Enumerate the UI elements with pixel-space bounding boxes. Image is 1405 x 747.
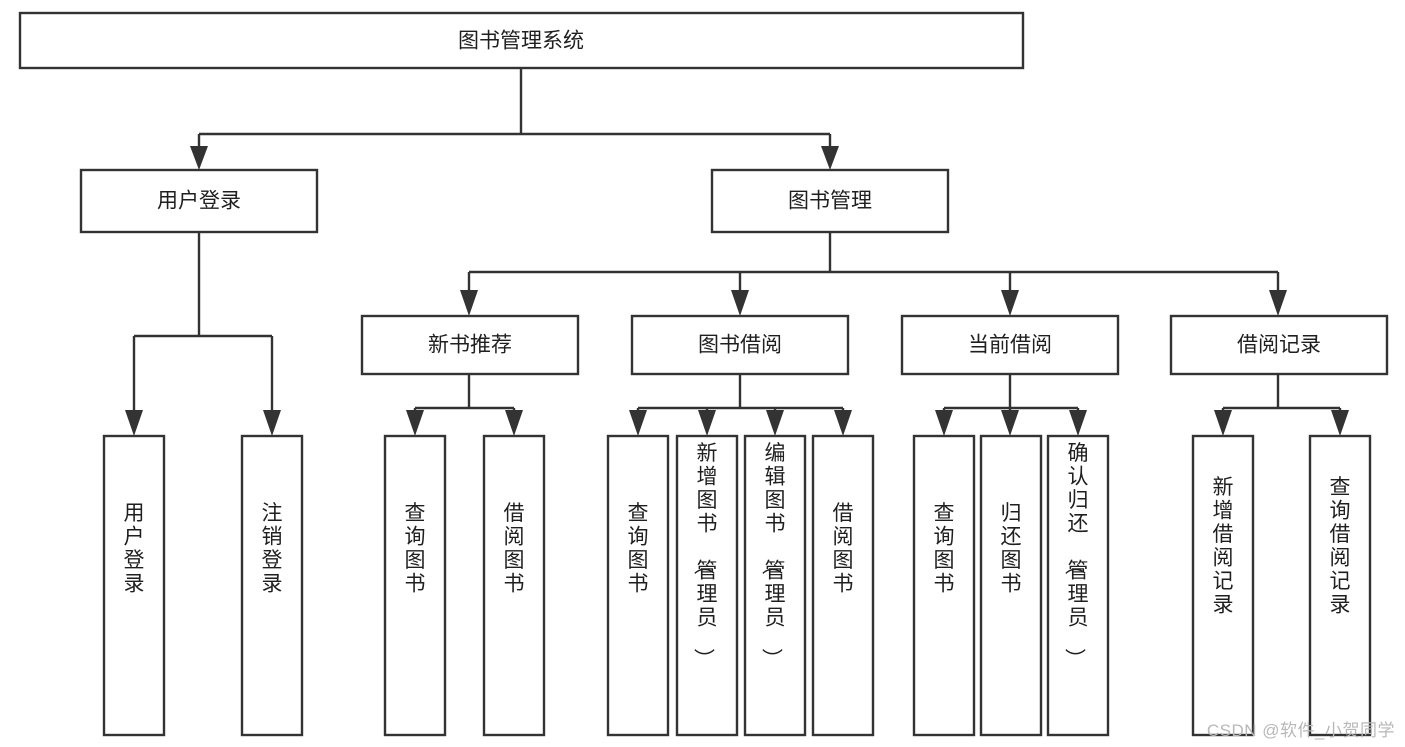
node-leaf-return-book[interactable]: 归还图书 [979, 434, 1043, 737]
arrow-head-icon-current-borrow [1001, 290, 1019, 316]
node-root-box[interactable] [18, 11, 1025, 70]
node-leaf-add-record-label: 新增借阅记录 [1213, 476, 1234, 617]
arrow-head-icon-book-management [821, 146, 839, 170]
node-user-login[interactable]: 用户登录 [79, 168, 319, 234]
connector-group-book-borrow [629, 374, 852, 436]
node-new-book-recommend-box[interactable] [360, 314, 580, 376]
connector-group-book-management [460, 232, 1287, 316]
node-leaf-logout[interactable]: 注销登录 [240, 434, 304, 737]
node-leaf-query-book-3-box[interactable] [912, 434, 976, 737]
arrow-head-icon-leaf-edit-book [766, 410, 784, 436]
node-book-management-label: 图书管理 [788, 190, 872, 213]
connector-group-user-login [125, 232, 281, 436]
node-leaf-add-book-label: 新增图书（管理员） [692, 442, 718, 669]
node-current-borrow-label: 当前借阅 [968, 334, 1052, 357]
arrow-head-icon-book-borrow [731, 290, 749, 316]
arrow-head-icon-leaf-query-book-2 [629, 410, 647, 436]
node-borrow-record-box[interactable] [1169, 314, 1389, 376]
node-user-login-box[interactable] [79, 168, 319, 234]
node-borrow-record-label: 借阅记录 [1237, 334, 1321, 357]
node-root[interactable]: 图书管理系统 [18, 11, 1025, 70]
node-leaf-add-book-box[interactable] [675, 434, 739, 737]
node-book-management[interactable]: 图书管理 [710, 168, 950, 234]
node-leaf-add-record[interactable]: 新增借阅记录 [1191, 434, 1255, 737]
watermark-label: CSDN @软件_小贺同学 [1206, 721, 1395, 740]
connector-group-new-book-recommend [406, 374, 523, 436]
node-book-management-box[interactable] [710, 168, 950, 234]
arrow-head-icon-leaf-query-book-3 [935, 410, 953, 436]
node-book-borrow-label: 图书借阅 [698, 334, 782, 357]
node-leaf-edit-book[interactable]: 编辑图书（管理员） [743, 434, 807, 737]
node-current-borrow-box[interactable] [900, 314, 1120, 376]
node-leaf-user-login[interactable]: 用户登录 [102, 434, 166, 737]
arrow-head-icon-leaf-logout [263, 410, 281, 436]
node-leaf-query-book-2-box[interactable] [606, 434, 670, 737]
node-current-borrow[interactable]: 当前借阅 [900, 314, 1120, 376]
arrow-head-icon-leaf-user-login [125, 410, 143, 436]
arrow-head-icon-user-login [190, 146, 208, 170]
node-leaf-query-record-label: 查询借阅记录 [1330, 476, 1351, 617]
arrow-head-icon-leaf-borrow-book-2 [834, 410, 852, 436]
node-leaf-borrow-book-2[interactable]: 借阅图书 [811, 434, 875, 737]
arrow-head-icon-leaf-confirm-return [1069, 410, 1087, 436]
connector-group-current-borrow [935, 374, 1087, 436]
node-leaf-user-login-label: 用户登录 [124, 502, 145, 596]
node-new-book-recommend[interactable]: 新书推荐 [360, 314, 580, 376]
node-leaf-confirm-return-label: 确认归还（管理员） [1063, 442, 1089, 669]
node-leaf-return-book-label: 归还图书 [1001, 502, 1022, 596]
node-root-label: 图书管理系统 [458, 30, 584, 53]
arrow-head-icon-leaf-query-book-1 [406, 410, 424, 436]
arrow-head-icon-leaf-borrow-book-1 [505, 410, 523, 436]
node-leaf-query-book-1-box[interactable] [383, 434, 447, 737]
node-leaf-borrow-book-2-box[interactable] [811, 434, 875, 737]
node-leaf-borrow-book-1[interactable]: 借阅图书 [482, 434, 546, 737]
node-leaf-edit-book-box[interactable] [743, 434, 807, 737]
connector-group-root [190, 68, 839, 170]
node-leaf-borrow-book-1-box[interactable] [482, 434, 546, 737]
node-book-borrow-box[interactable] [630, 314, 850, 376]
node-leaf-confirm-return-box[interactable] [1046, 434, 1110, 737]
node-borrow-record[interactable]: 借阅记录 [1169, 314, 1389, 376]
node-leaf-query-record-box[interactable] [1308, 434, 1372, 737]
arrow-head-icon-new-book-recommend [460, 290, 478, 316]
node-new-book-recommend-label: 新书推荐 [428, 334, 512, 357]
node-leaf-query-book-2-label: 查询图书 [628, 502, 649, 596]
node-leaf-logout-label: 注销登录 [262, 502, 283, 596]
node-book-borrow[interactable]: 图书借阅 [630, 314, 850, 376]
node-leaf-user-login-box[interactable] [102, 434, 166, 737]
node-leaf-add-record-box[interactable] [1191, 434, 1255, 737]
node-leaf-query-book-2[interactable]: 查询图书 [606, 434, 670, 737]
node-leaf-logout-box[interactable] [240, 434, 304, 737]
node-leaf-query-book-3[interactable]: 查询图书 [912, 434, 976, 737]
node-leaf-add-book[interactable]: 新增图书（管理员） [675, 434, 739, 737]
arrow-head-icon-leaf-query-record [1331, 410, 1349, 436]
node-leaf-borrow-book-1-label: 借阅图书 [504, 502, 525, 596]
node-leaf-query-record[interactable]: 查询借阅记录 [1308, 434, 1372, 737]
node-user-login-label: 用户登录 [157, 190, 241, 213]
node-leaf-borrow-book-2-label: 借阅图书 [833, 502, 854, 596]
arrow-head-icon-leaf-add-book [698, 410, 716, 436]
arrow-head-icon-leaf-return-book [1001, 410, 1019, 436]
arrow-head-icon-leaf-add-record [1214, 410, 1232, 436]
node-leaf-return-book-box[interactable] [979, 434, 1043, 737]
arrow-head-icon-borrow-record [1269, 290, 1287, 316]
node-leaf-query-book-1[interactable]: 查询图书 [383, 434, 447, 737]
node-leaf-query-book-1-label: 查询图书 [405, 502, 426, 596]
connector-group-borrow-record [1214, 374, 1349, 436]
node-leaf-query-book-3-label: 查询图书 [934, 502, 955, 596]
node-leaf-edit-book-label: 编辑图书（管理员） [760, 442, 786, 669]
node-leaf-confirm-return[interactable]: 确认归还（管理员） [1046, 434, 1110, 737]
